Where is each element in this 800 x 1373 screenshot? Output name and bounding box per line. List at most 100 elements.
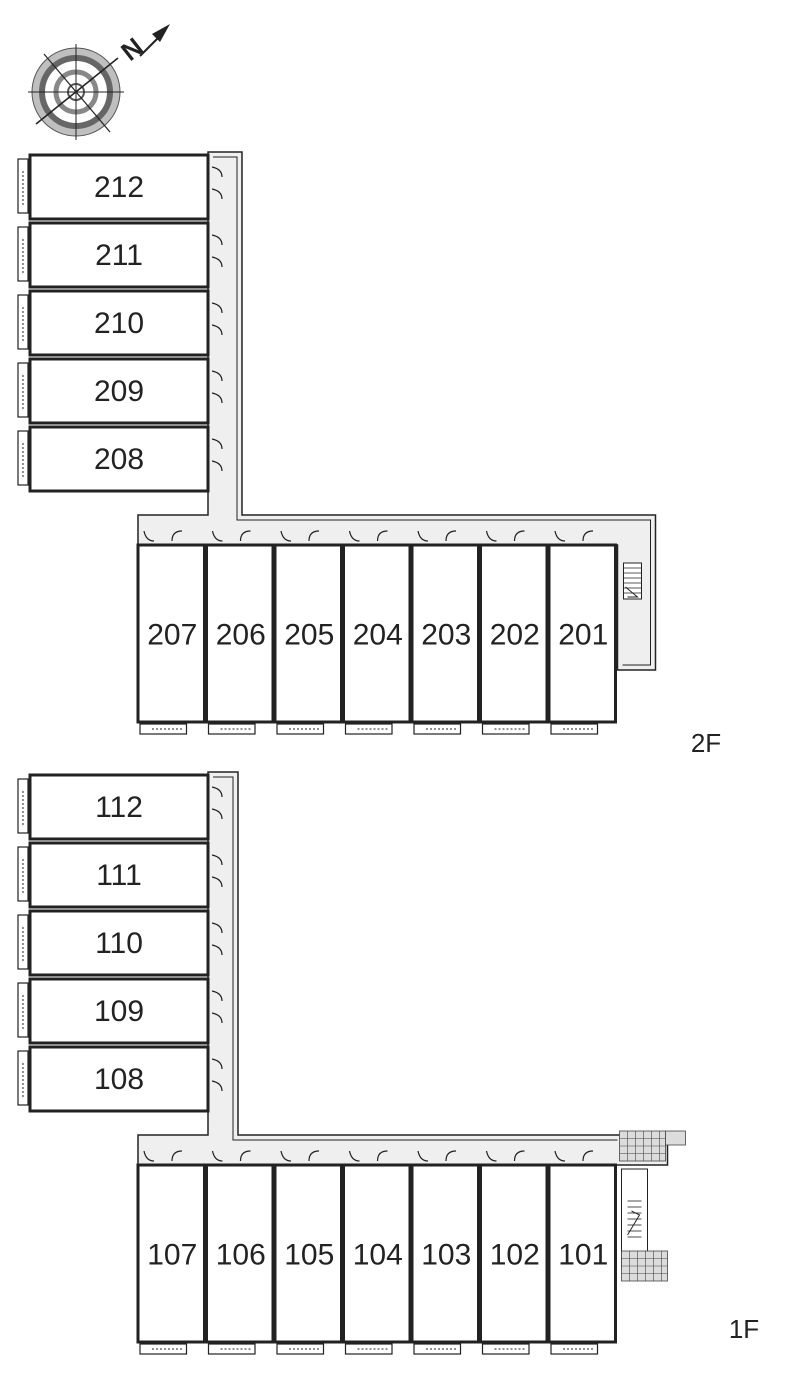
door-icon	[211, 1058, 223, 1092]
door-icon	[485, 530, 525, 542]
balcony	[207, 1343, 256, 1355]
unit-206[interactable]	[205, 543, 275, 724]
balcony	[17, 982, 29, 1038]
unit-label: 203	[421, 619, 471, 652]
unit-204[interactable]	[342, 543, 412, 724]
balcony	[17, 914, 29, 970]
unit-label: 109	[94, 995, 144, 1028]
unit-label: 105	[284, 1239, 334, 1272]
unit-207[interactable]	[136, 543, 206, 724]
door-icon	[211, 166, 223, 200]
unit-103[interactable]	[410, 1163, 480, 1344]
unit-105[interactable]	[273, 1163, 343, 1344]
balcony	[413, 1343, 462, 1355]
north-label: N	[115, 32, 148, 67]
unit-label: 112	[95, 791, 143, 824]
unit-label: 208	[94, 443, 144, 476]
door-icon	[211, 786, 223, 820]
unit-102[interactable]	[479, 1163, 549, 1344]
unit-208[interactable]	[28, 425, 210, 493]
unit-label: 110	[95, 927, 143, 960]
floor-label: 1F	[729, 1314, 759, 1344]
door-icon	[280, 1150, 320, 1162]
door-icon	[485, 1150, 525, 1162]
unit-label: 106	[216, 1239, 266, 1272]
balcony	[344, 723, 393, 735]
balcony	[17, 362, 29, 418]
unit-label: 202	[490, 619, 540, 652]
balcony	[207, 723, 256, 735]
door-icon	[554, 530, 594, 542]
door-icon	[348, 1150, 388, 1162]
door-icon	[211, 854, 223, 888]
unit-label: 108	[94, 1063, 144, 1096]
unit-label: 211	[95, 239, 143, 272]
unit-label: 101	[558, 1239, 608, 1272]
unit-201[interactable]	[547, 543, 617, 724]
balcony	[139, 723, 188, 735]
unit-111[interactable]	[28, 841, 210, 909]
door-icon	[211, 1150, 251, 1162]
unit-label: 104	[353, 1239, 403, 1272]
unit-203[interactable]	[410, 543, 480, 724]
compass-icon: N	[28, 24, 170, 140]
balcony	[550, 1343, 599, 1355]
unit-109[interactable]	[28, 977, 210, 1045]
balcony	[17, 1050, 29, 1106]
balcony	[344, 1343, 393, 1355]
unit-label: 201	[558, 619, 608, 652]
unit-104[interactable]	[342, 1163, 412, 1344]
unit-108[interactable]	[28, 1045, 210, 1113]
unit-label: 206	[216, 619, 266, 652]
balcony	[276, 723, 325, 735]
unit-112[interactable]	[28, 773, 210, 841]
door-icon	[211, 302, 223, 336]
door-icon	[143, 1150, 183, 1162]
stairs-icon	[619, 1130, 686, 1282]
balcony	[17, 430, 29, 486]
unit-209[interactable]	[28, 357, 210, 425]
door-icon	[211, 990, 223, 1024]
corridor	[137, 151, 657, 671]
balcony	[17, 846, 29, 902]
unit-205[interactable]	[273, 543, 343, 724]
unit-label: 207	[147, 619, 197, 652]
unit-label: 205	[284, 619, 334, 652]
unit-211[interactable]	[28, 221, 210, 289]
door-icon	[143, 530, 183, 542]
unit-label: 102	[490, 1239, 540, 1272]
balcony	[276, 1343, 325, 1355]
balcony	[17, 778, 29, 834]
door-icon	[417, 530, 457, 542]
unit-110[interactable]	[28, 909, 210, 977]
stairs-icon	[623, 562, 642, 600]
unit-label: 103	[421, 1239, 471, 1272]
door-icon	[417, 1150, 457, 1162]
balcony	[413, 723, 462, 735]
balcony	[17, 226, 29, 282]
unit-210[interactable]	[28, 289, 210, 357]
unit-101[interactable]	[547, 1163, 617, 1344]
door-icon	[280, 530, 320, 542]
door-icon	[211, 530, 251, 542]
balcony	[550, 723, 599, 735]
balcony	[139, 1343, 188, 1355]
unit-212[interactable]	[28, 153, 210, 221]
unit-label: 209	[94, 375, 144, 408]
unit-202[interactable]	[479, 543, 549, 724]
door-icon	[211, 922, 223, 956]
balcony	[17, 294, 29, 350]
unit-107[interactable]	[136, 1163, 206, 1344]
unit-label: 107	[147, 1239, 197, 1272]
floor-label: 2F	[691, 728, 721, 758]
door-icon	[554, 1150, 594, 1162]
unit-label: 210	[94, 307, 144, 340]
door-icon	[211, 370, 223, 404]
door-icon	[211, 438, 223, 472]
unit-106[interactable]	[205, 1163, 275, 1344]
door-icon	[348, 530, 388, 542]
unit-label: 212	[94, 171, 144, 204]
